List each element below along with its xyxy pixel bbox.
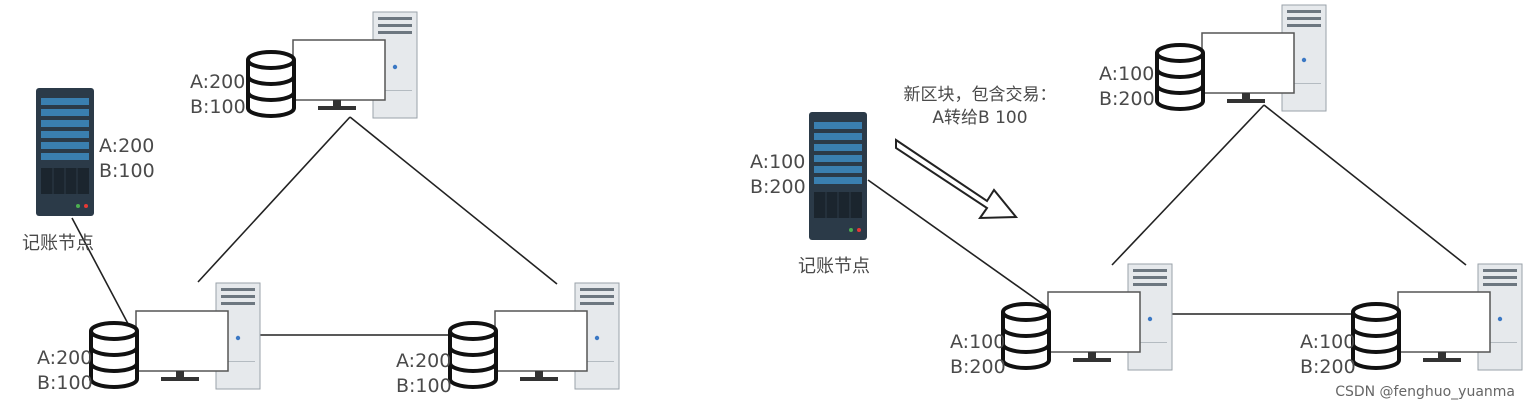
link-server-left	[71, 217, 135, 336]
node-right-balance: A:100 B:200	[1300, 330, 1356, 380]
computer-database-icon	[1351, 262, 1524, 372]
computer-database-icon	[448, 281, 621, 391]
link-server-left	[867, 179, 1055, 313]
balance-b: B:100	[99, 160, 155, 182]
balance-b: B:200	[750, 176, 806, 198]
broadcast-note-line2: A转给B 100	[932, 108, 1028, 128]
balance-b: B:100	[396, 375, 452, 397]
balance-b: B:100	[190, 96, 246, 118]
accounting-node-label: 记账节点	[798, 256, 870, 277]
right-panel	[808, 3, 1524, 372]
balance-a: A:200	[99, 135, 155, 157]
node-left-balance: A:200 B:100	[37, 346, 93, 396]
accounting-server-icon	[808, 111, 868, 241]
broadcast-note-line1: 新区块，包含交易：	[903, 85, 1057, 105]
link-top-left	[197, 116, 351, 283]
broadcast-arrow-icon	[895, 138, 1019, 220]
node-top-balance: A:200 B:100	[190, 70, 246, 120]
balance-a: A:100	[1300, 331, 1356, 353]
watermark: CSDN @fenghuo_yuanma	[1335, 384, 1515, 400]
accounting-node-label: 记账节点	[22, 233, 94, 254]
left-panel	[35, 10, 621, 391]
computer-database-icon	[1001, 262, 1174, 372]
computer-database-icon	[246, 10, 419, 120]
balance-b: B:200	[950, 356, 1006, 378]
balance-a: A:100	[750, 151, 806, 173]
link-top-right	[349, 116, 558, 285]
node-right-balance: A:200 B:100	[396, 349, 452, 399]
balance-b: B:200	[1099, 88, 1155, 110]
computer-database-icon	[89, 281, 262, 391]
node-top-balance: A:100 B:200	[1099, 62, 1155, 112]
balance-a: A:200	[37, 347, 93, 369]
link-top-left	[1111, 104, 1265, 266]
accounting-node-balance: A:200 B:100	[99, 134, 155, 184]
broadcast-note: 新区块，包含交易： A转给B 100	[880, 84, 1080, 130]
balance-a: A:100	[950, 331, 1006, 353]
network-links	[867, 104, 1467, 315]
network-links	[71, 116, 558, 336]
balance-a: A:200	[396, 350, 452, 372]
accounting-node-balance: A:100 B:200	[750, 150, 806, 200]
accounting-server-icon	[35, 87, 95, 217]
node-left-balance: A:100 B:200	[950, 330, 1006, 380]
computer-database-icon	[1155, 3, 1328, 113]
balance-a: A:100	[1099, 63, 1155, 85]
balance-b: B:100	[37, 372, 93, 394]
balance-b: B:200	[1300, 356, 1356, 378]
balance-a: A:200	[190, 71, 246, 93]
link-top-right	[1263, 104, 1467, 266]
